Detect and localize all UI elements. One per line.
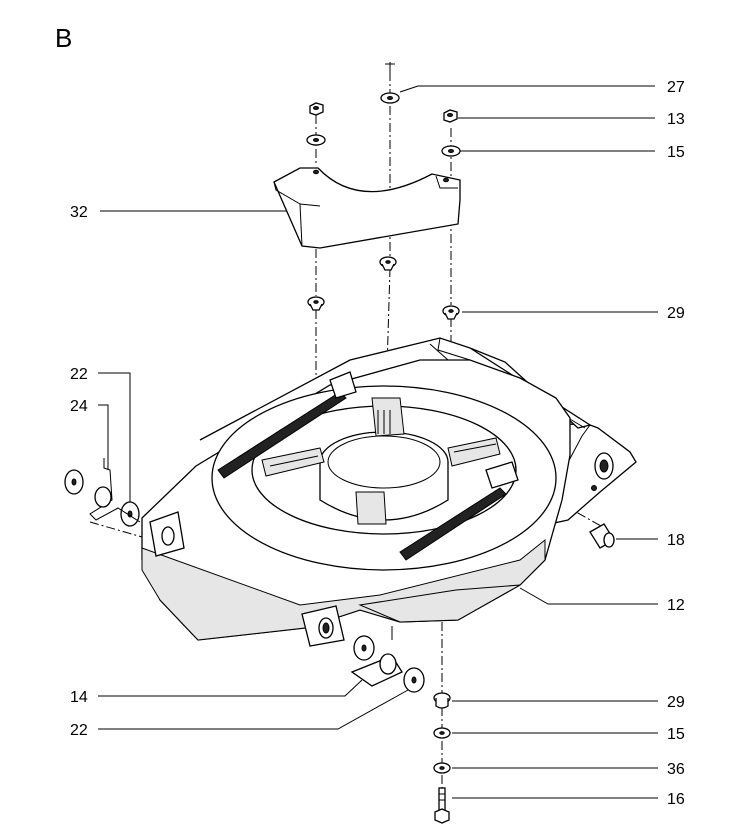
leader-lines [98, 85, 658, 799]
guard-plate-32 [273, 167, 461, 249]
callout-24: 24 [70, 398, 88, 415]
callout-labels: 27 13 15 32 29 22 24 18 12 14 22 29 15 3… [70, 79, 685, 808]
callout-32: 32 [70, 204, 88, 221]
washer-15-top [306, 134, 461, 157]
washer-22-left [64, 469, 140, 527]
spring-24 [89, 458, 141, 523]
callout-12: 12 [667, 597, 685, 614]
screw-27 [380, 62, 400, 104]
callout-13: 13 [667, 111, 685, 128]
callout-14: 14 [70, 689, 88, 706]
callout-18: 18 [667, 532, 685, 549]
bolt-16 [434, 787, 450, 824]
callout-27: 27 [667, 79, 685, 96]
washer-15-bottom [433, 727, 451, 739]
spacer-29-bottom [433, 692, 451, 709]
callout-15-top: 15 [667, 144, 685, 161]
nut-13-left [309, 102, 324, 116]
callout-29-bottom: 29 [667, 694, 685, 711]
washer-22-front [403, 667, 425, 693]
section-letter: B [55, 23, 72, 53]
callout-16: 16 [667, 791, 685, 808]
spacer-29-top [307, 256, 460, 320]
callout-29-top: 29 [667, 305, 685, 322]
callout-15-bottom: 15 [667, 726, 685, 743]
nut-13 [443, 109, 458, 123]
callout-22-bottom: 22 [70, 722, 88, 739]
mower-deck-12 [141, 337, 637, 647]
pin-18 [589, 523, 615, 549]
lock-washer-36 [433, 762, 451, 774]
callout-36: 36 [667, 761, 685, 778]
front-bracket-14 [350, 626, 403, 687]
callout-22-left: 22 [70, 366, 88, 383]
